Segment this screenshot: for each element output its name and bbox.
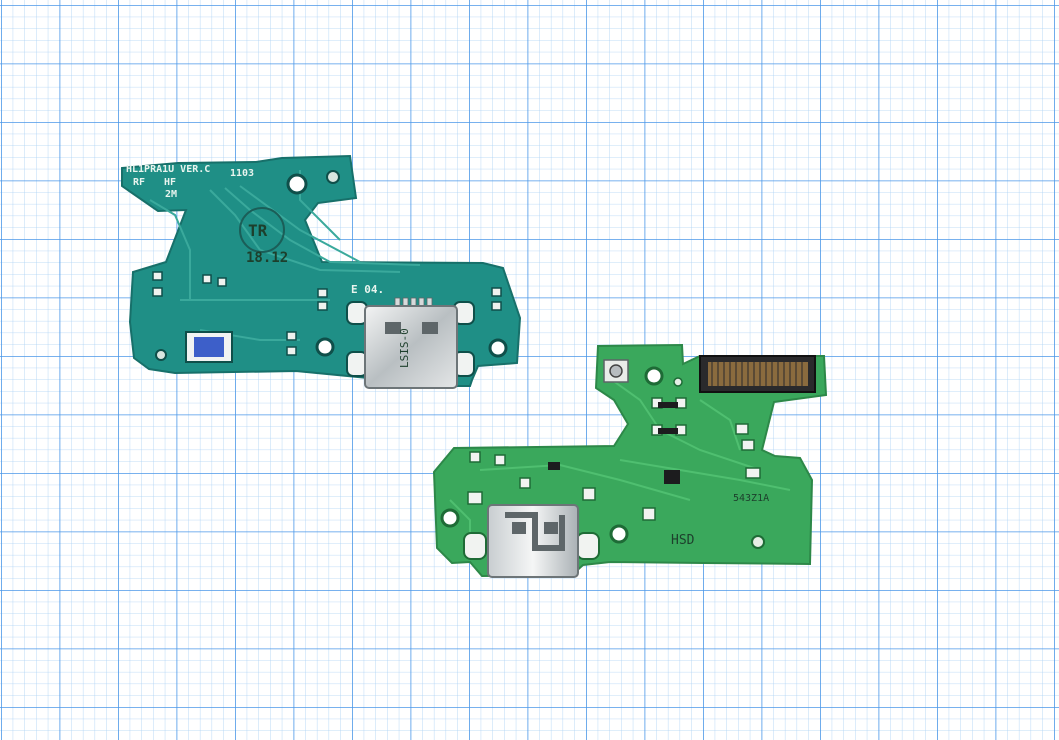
usb-port-window — [385, 322, 401, 334]
bottom-board: HSD 543Z1A — [432, 343, 828, 578]
bottom-board-chip — [658, 428, 678, 434]
top-board-pad — [286, 346, 297, 356]
top-board-mount-hole — [155, 349, 167, 361]
bottom-board-pad — [494, 454, 506, 466]
top-board-pad — [491, 287, 502, 297]
top-board-mount-hole — [488, 338, 508, 358]
top-board-pad — [317, 288, 328, 298]
bottom-board-serial-label: 543Z1A — [733, 493, 769, 504]
top-board-code-label: 1103 — [230, 168, 254, 179]
top-board-stamp-bottom: 18.12 — [246, 250, 288, 266]
bottom-board-chip — [658, 402, 678, 408]
top-board-pad — [152, 271, 163, 281]
bottom-board-mount-hole — [673, 377, 683, 387]
bottom-board-mount-hole — [609, 524, 629, 544]
usb-port-shield — [505, 512, 565, 551]
bottom-board-chip — [548, 462, 560, 470]
board-connector-pins — [708, 362, 808, 386]
bottom-board-mount-hole — [751, 535, 765, 549]
bottom-board-hsd-label: HSD — [671, 533, 695, 548]
top-board-pad — [152, 287, 163, 297]
usb-port-tab — [576, 532, 600, 560]
usb-port-window — [422, 322, 438, 334]
top-board: HL1PRA1U VER.C 1103 RF HF 2M TR 18.12 E … — [121, 154, 522, 389]
microphone-face — [194, 337, 224, 357]
usb-port-window — [512, 522, 526, 534]
usb-port-window — [544, 522, 558, 534]
bottom-board-pad — [467, 491, 483, 505]
top-board-pad — [491, 301, 502, 311]
antenna-connector-center — [609, 364, 623, 378]
bottom-board-mount-hole — [440, 508, 460, 528]
usb-port-tab — [463, 532, 487, 560]
top-board-stamp-top: TR — [248, 221, 268, 240]
top-board-e04-label: E 04. — [351, 283, 384, 296]
top-board-pad — [202, 274, 212, 284]
top-board-pad — [317, 301, 328, 311]
bottom-board-pad — [735, 423, 749, 435]
top-board-stamp — [239, 207, 285, 253]
usb-port — [364, 305, 458, 389]
bottom-board-mount-hole — [644, 366, 664, 386]
bottom-board-pad — [582, 487, 596, 501]
top-board-part-label: HL1PRA1U VER.C — [126, 164, 210, 175]
bottom-board-pad — [469, 451, 481, 463]
bottom-board-pad — [642, 507, 656, 521]
usb-port-marking: LSIS-0 — [398, 328, 411, 368]
top-board-mount-hole — [286, 173, 308, 195]
top-board-2m-label: 2M — [165, 189, 177, 200]
top-board-mount-hole — [326, 170, 340, 184]
top-board-pad — [217, 277, 227, 287]
bottom-board-pad — [741, 439, 755, 451]
top-board-rf-label: RF — [133, 177, 145, 188]
top-board-pad — [286, 331, 297, 341]
bottom-board-pad — [745, 467, 761, 479]
bottom-board-pad — [519, 477, 531, 489]
top-board-hf-label: HF — [164, 177, 176, 188]
top-board-mount-hole — [315, 337, 335, 357]
bottom-board-chip — [664, 470, 680, 484]
